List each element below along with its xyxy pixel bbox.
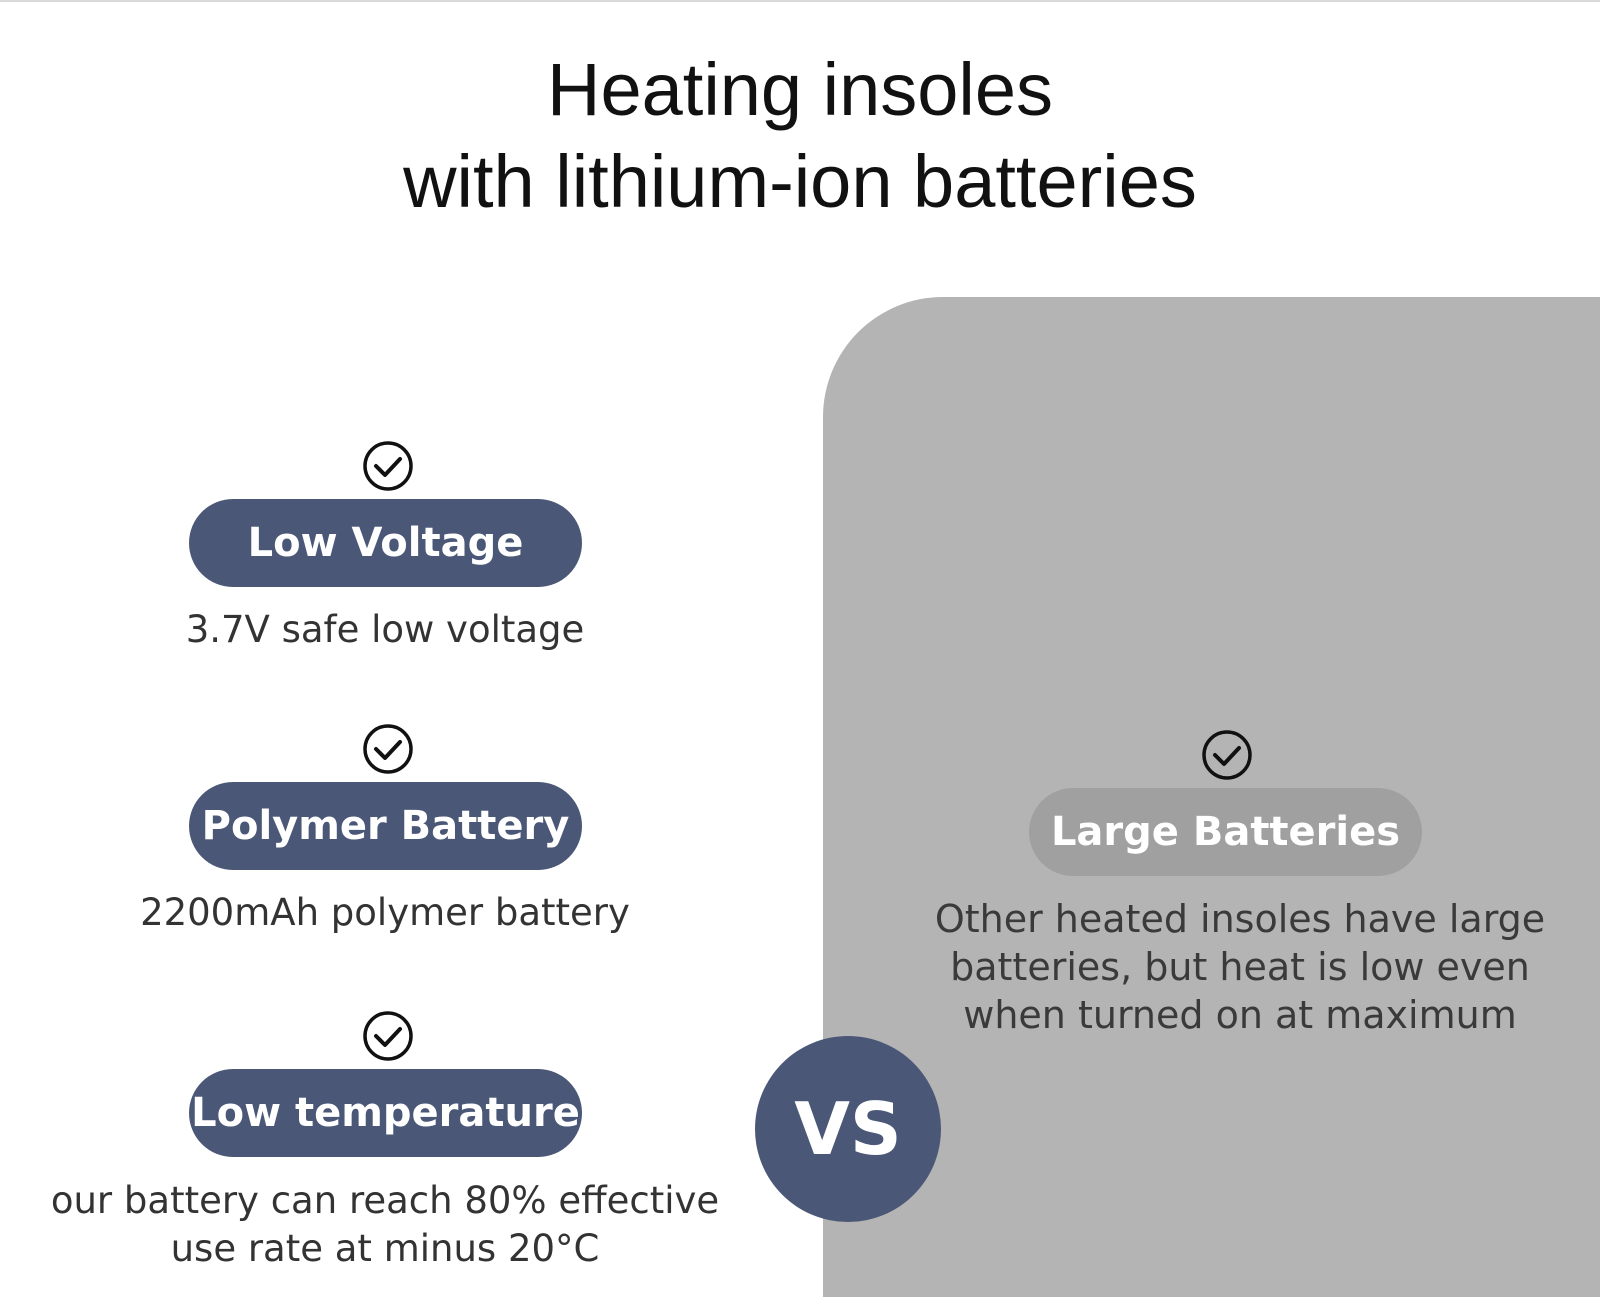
check-circle-icon [363,724,413,774]
page-title: Heating insoles with lithium-ion batteri… [0,44,1600,228]
check-circle-icon [363,1011,413,1061]
title-line-1: Heating insoles [547,48,1053,131]
feature-description-large-batteries: Other heated insoles have large batterie… [934,897,1546,1037]
top-divider [0,0,1600,2]
check-circle-icon [363,441,413,491]
feature-description-low-voltage: 3.7V safe low voltage [185,608,585,651]
feature-pill-large-batteries: Large Batteries [1029,788,1422,876]
feature-description-polymer-battery: 2200mAh polymer battery [140,891,630,934]
feature-pill-low-temperature: Low temperature [189,1069,582,1157]
feature-pill-polymer-battery: Polymer Battery [189,782,582,870]
feature-pill-low-voltage: Low Voltage [189,499,582,587]
check-circle-icon [1202,730,1252,780]
feature-description-low-temperature: our battery can reach 80% effective use … [50,1179,720,1270]
vs-badge: VS [755,1036,941,1222]
title-line-2: with lithium-ion batteries [403,140,1197,223]
